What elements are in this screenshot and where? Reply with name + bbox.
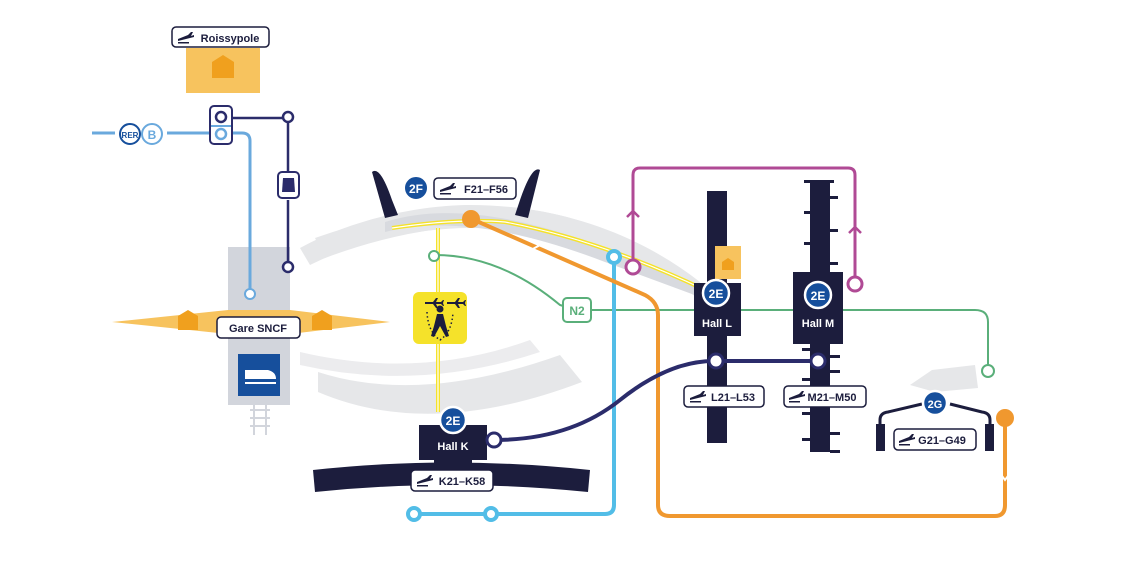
n2-line [434,254,989,365]
departures-plane-icon [178,32,194,44]
hall-m-badge-text: 2E [811,289,826,303]
direction-arrow-icon [626,209,640,218]
hall-l-badge: 2E [701,278,731,308]
gare-sncf-label[interactable]: Gare SNCF [216,316,301,339]
rer-b-badge-icon [141,123,163,145]
rail-tracks-icon [250,405,270,435]
gates-k-label[interactable]: K21–K58 [410,469,494,492]
transit-passengers-icon[interactable] [413,292,467,344]
orange-stop[interactable] [996,409,1014,427]
gates-m-label[interactable]: M21–M50 [783,385,867,408]
n2-stop[interactable] [428,250,440,262]
hotel-icon [212,55,234,78]
gates-m-text: M21–M50 [808,392,857,404]
gates-g-text: G21–G49 [918,435,966,447]
hotel-icon [178,310,198,330]
gates-k-text: K21–K58 [439,476,485,488]
n2-badge [562,297,592,323]
cdgval-line [228,116,290,266]
departures-plane-icon [899,434,915,446]
terminal-2g-building [910,365,978,392]
2f-pier-left [372,170,398,218]
hall-m-name: Hall M [802,318,834,330]
hall-m-shuttle-stop[interactable] [809,352,827,370]
cyan-stop[interactable] [483,506,499,522]
terminal-2g-badge: 2G [921,389,949,417]
hall-m-badge: 2E [803,280,833,310]
rer-stop [214,127,228,141]
direction-arrow-icon [848,225,862,234]
gates-l-label[interactable]: L21–L53 [683,385,765,408]
terminal-2e-inner [300,340,540,376]
departures-plane-icon [690,391,706,403]
departures-plane-icon [417,475,433,487]
roissypole-label[interactable]: Roissypole [171,26,270,48]
gates-f-label[interactable]: F21–F56 [433,177,517,200]
hall-k-badge: 2E [438,405,468,435]
hotel-icon [312,310,332,330]
n2-label: N2 [569,304,585,318]
rer-b-line [92,131,252,292]
rer-label: RER [122,131,139,140]
cyan-shuttle-line [415,258,616,516]
magenta-line [631,166,857,278]
orange-bus-line [471,217,1007,518]
cdgval-stop[interactable] [281,260,295,274]
hall-m-gates [802,180,840,453]
departures-plane-icon [440,183,456,195]
gates-g-label[interactable]: G21–G49 [893,428,977,451]
rer-station-stop[interactable] [244,288,256,300]
n2-stop[interactable] [981,364,995,378]
hall-l-badge-text: 2E [709,287,724,301]
hotel-icon [722,258,734,270]
terminal-2g-building-outline [878,402,992,450]
gates-f-text: F21–F56 [464,184,508,196]
gates-l-text: L21–L53 [711,392,755,404]
hall-k-badge-text: 2E [446,414,461,428]
magenta-stop[interactable] [846,275,864,293]
terminal-2f-outer [315,206,615,258]
direction-arrow-icon [998,471,1012,482]
cyan-stop[interactable] [606,249,622,265]
2f-pier-right [515,169,540,218]
orange-stop[interactable] [462,210,480,228]
hall-k-name: Hall K [437,441,468,453]
rer-b-letter: B [148,128,157,142]
hall-l-shuttle-stop[interactable] [707,352,725,370]
cdgval-stop [214,110,228,124]
k-l-m-shuttle-line [493,358,818,442]
rer-logo-icon [119,123,141,145]
hall-k-shuttle-stop[interactable] [485,431,503,449]
direction-arrow-icon [530,238,542,251]
departures-plane-icon [789,391,805,403]
roissypole-text: Roissypole [201,33,260,45]
terminal-2e-curve [318,355,582,414]
hall-l-name: Hall L [702,318,732,330]
gare-sncf-text: Gare SNCF [229,323,287,335]
cdgval-stop[interactable] [281,110,295,124]
terminal-2f-badge: 2F [403,175,429,201]
terminal-2g-badge-text: 2G [928,399,943,411]
terminal-2f-badge-text: 2F [409,182,423,196]
magenta-stop[interactable] [624,258,642,276]
cyan-stop[interactable] [406,506,422,522]
